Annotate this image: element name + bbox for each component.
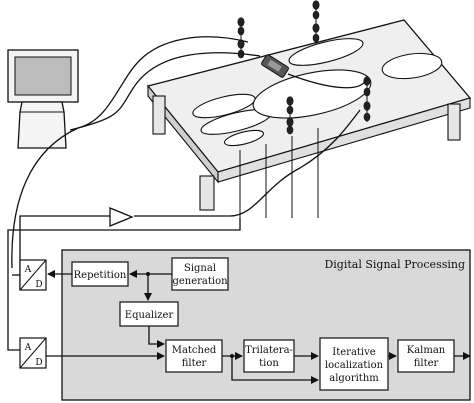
adc-bottom: A D: [19, 337, 47, 369]
transmitter-cable: [287, 73, 367, 89]
iterative-localization-block: Iterative localization algorithm: [319, 337, 389, 391]
microphone-top-right: [312, 0, 320, 44]
iterative-line-3: algorithm: [329, 373, 379, 384]
microphone-right: [363, 76, 371, 122]
sensor-cable-2: [69, 52, 261, 131]
kalman-line-2: filter: [414, 358, 439, 369]
kalman-filter-block: Kalman filter: [397, 339, 455, 373]
signal-generation-block: Signal generation: [171, 257, 229, 291]
microphone-bottom: [286, 96, 294, 135]
matched-filter-block: Matched filter: [165, 339, 223, 373]
table-leg-front: [199, 175, 215, 211]
adc-top: A D: [19, 259, 47, 291]
dsp-title: Digital Signal Processing: [324, 258, 465, 271]
speaker-cable: [134, 109, 361, 217]
table-leg-right: [447, 103, 461, 141]
repetition-block: Repetition: [71, 261, 129, 287]
table-leg-left: [152, 95, 166, 135]
microphone-cables: [239, 128, 319, 218]
adc-bottom-a: A: [24, 343, 32, 353]
equalizer-label: Equalizer: [125, 310, 174, 321]
iterative-line-1: Iterative: [332, 347, 375, 358]
table: [146, 19, 472, 211]
table-hole-center: [252, 69, 372, 119]
matched-filter-line-1: Matched: [172, 345, 217, 356]
sensor-cable: [77, 36, 249, 129]
kalman-line-1: Kalman: [407, 345, 446, 356]
trilateration-line-1: Trilatera-: [245, 345, 293, 356]
matched-filter-line-2: filter: [182, 358, 207, 369]
equalizer-block: Equalizer: [119, 301, 179, 327]
signal-flow: [12, 270, 471, 384]
adc-top-a: A: [24, 265, 32, 275]
signal-generation-line-1: Signal: [184, 263, 216, 274]
trilateration-line-2: tion: [259, 358, 279, 369]
table-hole: [288, 38, 364, 66]
computer-monitor: [7, 49, 79, 149]
mic-to-adc-cable: [7, 218, 241, 351]
microphone-top-left: [237, 17, 245, 59]
monitor-screen: [14, 56, 72, 96]
transmitter-device: [261, 54, 289, 78]
table-hole: [223, 129, 265, 147]
repetition-label: Repetition: [74, 270, 127, 281]
adc-top-d: D: [35, 280, 42, 290]
monitor-to-adc-cable: [11, 127, 79, 269]
table-hole: [381, 52, 443, 80]
signal-generation-line-2: generation: [172, 276, 228, 287]
adc-bottom-d: D: [35, 358, 42, 368]
amplifier-icon: [109, 207, 134, 227]
trilateration-block: Trilatera- tion: [243, 339, 295, 373]
iterative-line-2: localization: [325, 360, 384, 371]
